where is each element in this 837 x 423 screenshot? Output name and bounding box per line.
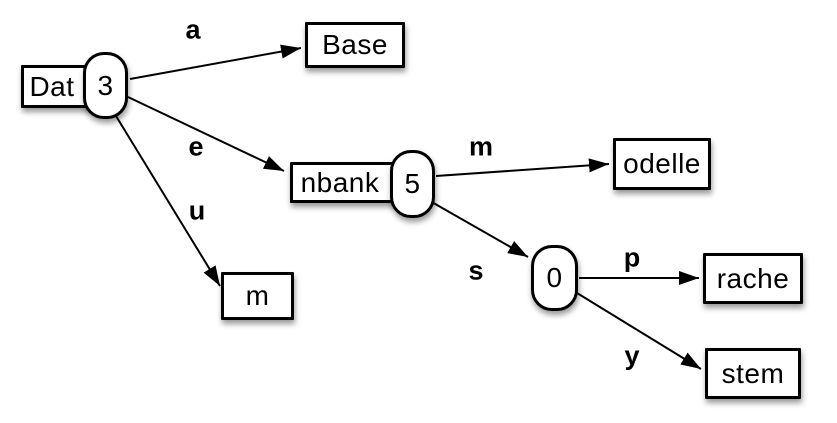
edge-y-line — [576, 292, 702, 370]
edge-label-u: u — [188, 195, 206, 226]
node-odelle: odelle — [613, 138, 711, 190]
node-count-5: 5 — [390, 150, 435, 218]
edge-label-e: e — [188, 131, 204, 162]
edge-s-line — [429, 200, 529, 258]
edge-e-line — [127, 96, 285, 172]
edge-m-line — [435, 158, 610, 177]
edge-a-line — [129, 44, 302, 80]
edge-label-y: y — [624, 340, 640, 371]
node-rache: rache — [703, 253, 803, 304]
node-nbank: nbank — [290, 162, 400, 203]
node-base: Base — [305, 22, 405, 68]
edge-label-a: a — [185, 14, 201, 45]
node-count-3: 3 — [83, 52, 128, 119]
node-stem: stem — [705, 348, 801, 399]
edge-label-m: m — [468, 131, 494, 162]
node-count-0: 0 — [531, 245, 578, 311]
node-m-leaf: m — [221, 272, 294, 320]
edge-label-s: s — [468, 255, 484, 286]
edge-u-line — [115, 115, 221, 287]
edge-label-p: p — [623, 242, 641, 273]
